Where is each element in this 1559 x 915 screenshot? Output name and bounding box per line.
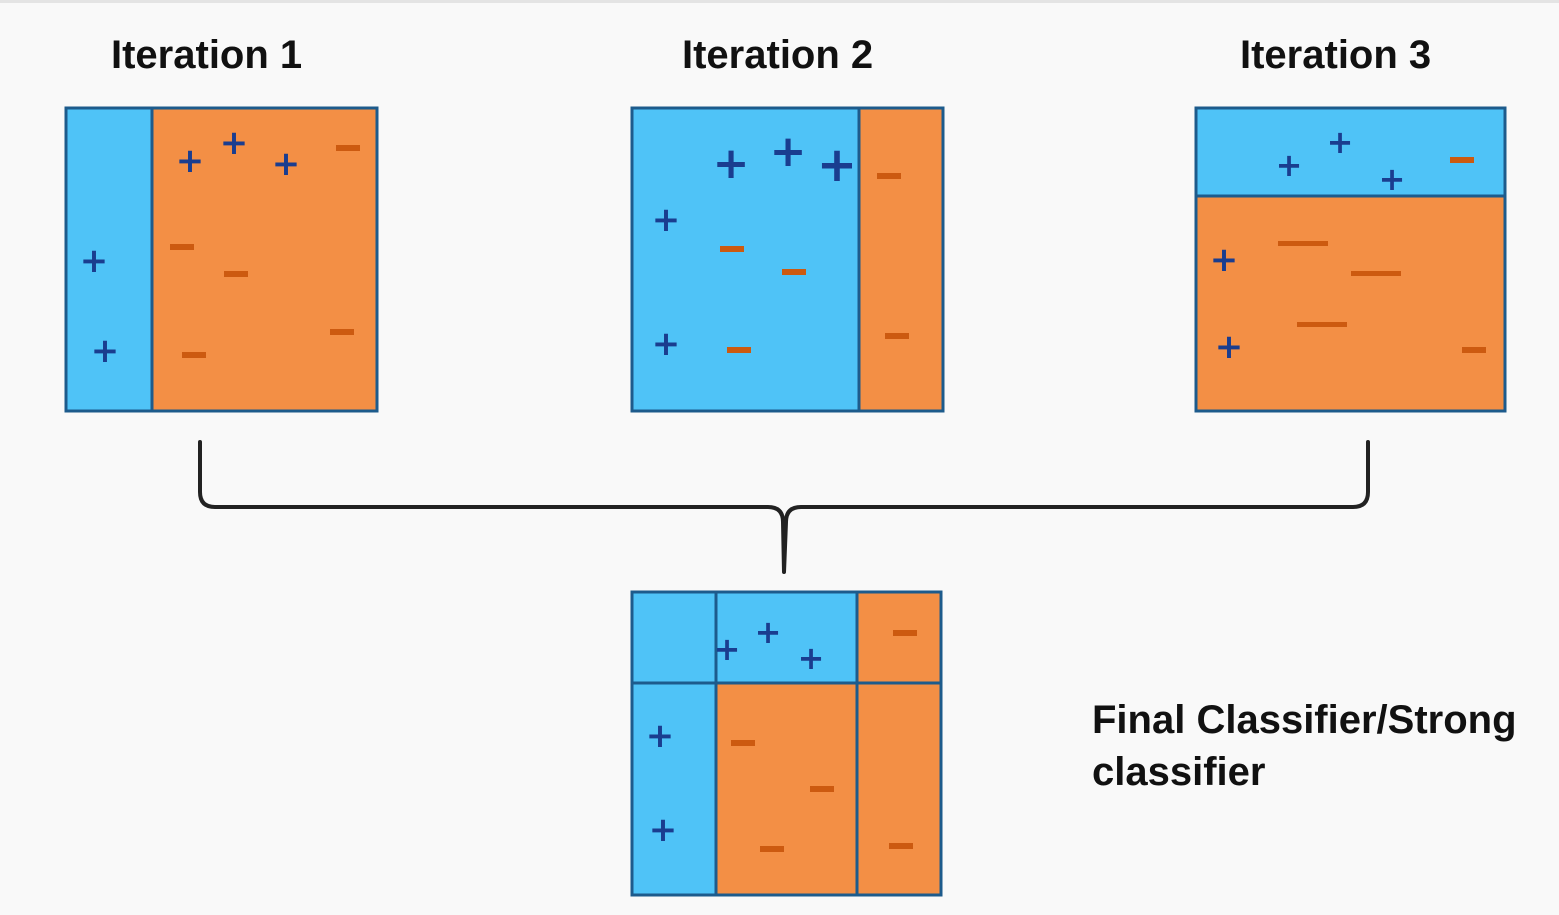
minus-mark bbox=[1278, 241, 1328, 246]
plus-mark: + bbox=[817, 137, 857, 193]
negative-region-top-right bbox=[857, 592, 941, 683]
minus-mark bbox=[720, 246, 744, 252]
plus-mark: + bbox=[798, 639, 825, 677]
negative-region bbox=[1196, 196, 1505, 411]
plus-mark: + bbox=[652, 324, 681, 364]
plus-mark: + bbox=[649, 810, 678, 850]
minus-mark bbox=[760, 846, 784, 852]
caption-line-1: Final Classifier/Strong bbox=[1092, 698, 1517, 742]
combine-brace bbox=[198, 440, 1370, 574]
panel-border bbox=[64, 106, 379, 413]
minus-mark bbox=[182, 352, 206, 358]
minus-mark bbox=[810, 786, 834, 792]
minus-mark bbox=[877, 173, 901, 179]
minus-mark bbox=[330, 329, 354, 335]
minus-mark bbox=[731, 740, 755, 746]
minus-mark bbox=[336, 145, 360, 151]
plus-mark: + bbox=[713, 138, 750, 189]
plus-mark: + bbox=[714, 630, 741, 668]
iteration-1-title: Iteration 1 bbox=[111, 33, 303, 77]
minus-mark bbox=[893, 630, 917, 636]
plus-mark: + bbox=[91, 331, 120, 371]
minus-mark bbox=[170, 244, 194, 250]
minus-mark bbox=[889, 843, 913, 849]
plus-mark: + bbox=[220, 123, 249, 163]
final-classifier-caption: Final Classifier/Strong classifier bbox=[1092, 694, 1559, 798]
negative-region bbox=[152, 108, 377, 411]
plus-mark: + bbox=[652, 200, 681, 240]
plus-marks: + + + + + + + + + + + + + + + + + + + + bbox=[80, 123, 1406, 850]
plus-mark: + bbox=[1215, 327, 1244, 367]
plus-mark: + bbox=[755, 613, 782, 651]
minus-marks bbox=[170, 145, 1486, 852]
plus-mark: + bbox=[1327, 123, 1354, 161]
plus-mark: + bbox=[770, 126, 807, 177]
plus-mark: + bbox=[646, 716, 675, 756]
minus-mark bbox=[885, 333, 909, 339]
positive-region bbox=[632, 108, 859, 411]
positive-region-left bbox=[632, 683, 716, 895]
positive-region bbox=[1196, 108, 1505, 196]
minus-mark bbox=[1351, 271, 1401, 276]
minus-mark bbox=[1297, 322, 1347, 327]
iteration-2-title: Iteration 2 bbox=[682, 33, 874, 77]
final-classifier-panel bbox=[630, 590, 943, 897]
iteration-3-title: Iteration 3 bbox=[1240, 33, 1432, 77]
plus-mark: + bbox=[80, 241, 109, 281]
top-border-line bbox=[0, 0, 1559, 3]
negative-region bbox=[859, 108, 943, 411]
caption-line-2: classifier bbox=[1092, 750, 1266, 794]
plus-mark: + bbox=[272, 144, 301, 184]
iteration-1-panel bbox=[64, 106, 379, 413]
minus-mark bbox=[224, 271, 248, 277]
minus-mark bbox=[1450, 157, 1474, 163]
positive-region bbox=[66, 108, 152, 411]
panel-border bbox=[1194, 106, 1507, 413]
iteration-3-panel bbox=[1194, 106, 1507, 413]
plus-mark: + bbox=[176, 141, 205, 181]
iteration-2-panel bbox=[630, 106, 945, 413]
minus-mark bbox=[782, 269, 806, 275]
panel-border bbox=[630, 590, 943, 897]
plus-mark: + bbox=[1276, 146, 1303, 184]
minus-mark bbox=[727, 347, 751, 353]
plus-mark: + bbox=[1210, 240, 1239, 280]
panel-border bbox=[630, 106, 945, 413]
minus-mark bbox=[1462, 347, 1486, 353]
plus-mark: + bbox=[1379, 160, 1406, 198]
